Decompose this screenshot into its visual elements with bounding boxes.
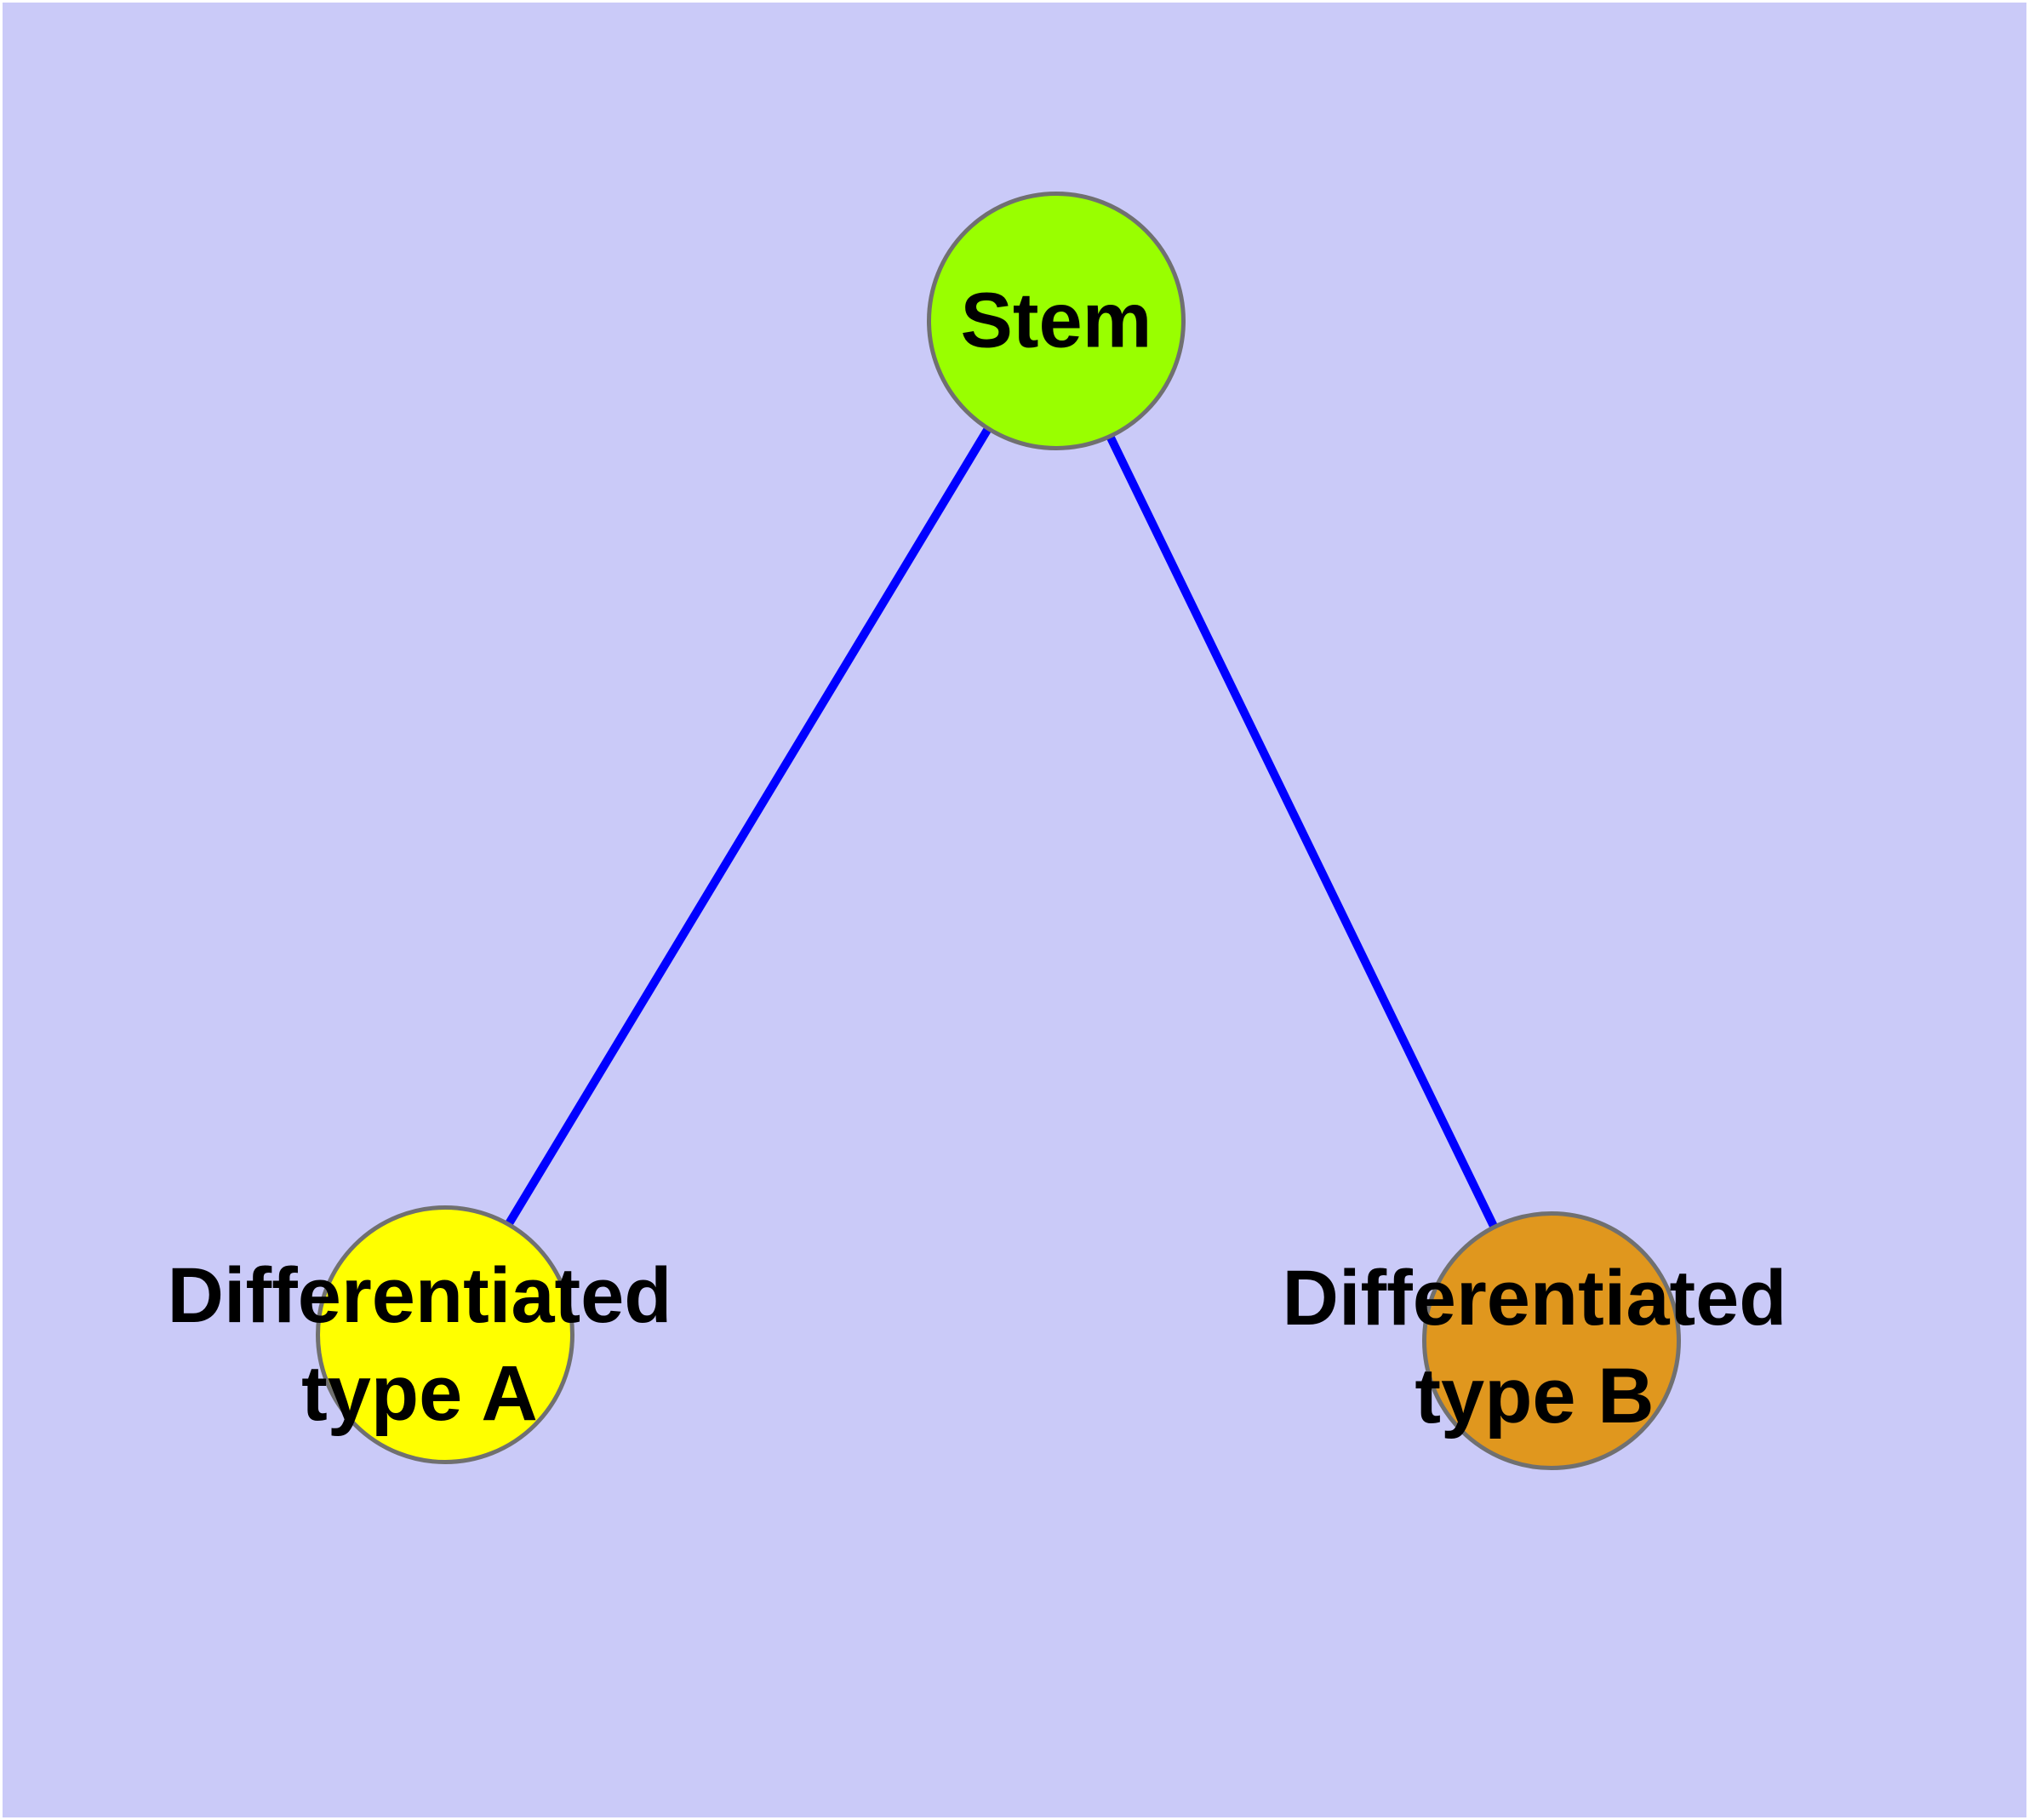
- node-differentiated-type-b: [1422, 1211, 1681, 1470]
- node-label-differentiated-type-a: Differentiated type A: [167, 1252, 672, 1437]
- node-label-stem: Stem: [960, 277, 1152, 364]
- node-differentiated-type-a: [316, 1205, 574, 1464]
- node-label-differentiated-type-b: Differentiated type B: [1282, 1255, 1787, 1439]
- edge-stem-to-type-b: [1049, 318, 1552, 1339]
- edge-layer: [440, 318, 1552, 1339]
- edge-stem-to-type-a: [440, 318, 1058, 1334]
- node-stem: [927, 192, 1186, 450]
